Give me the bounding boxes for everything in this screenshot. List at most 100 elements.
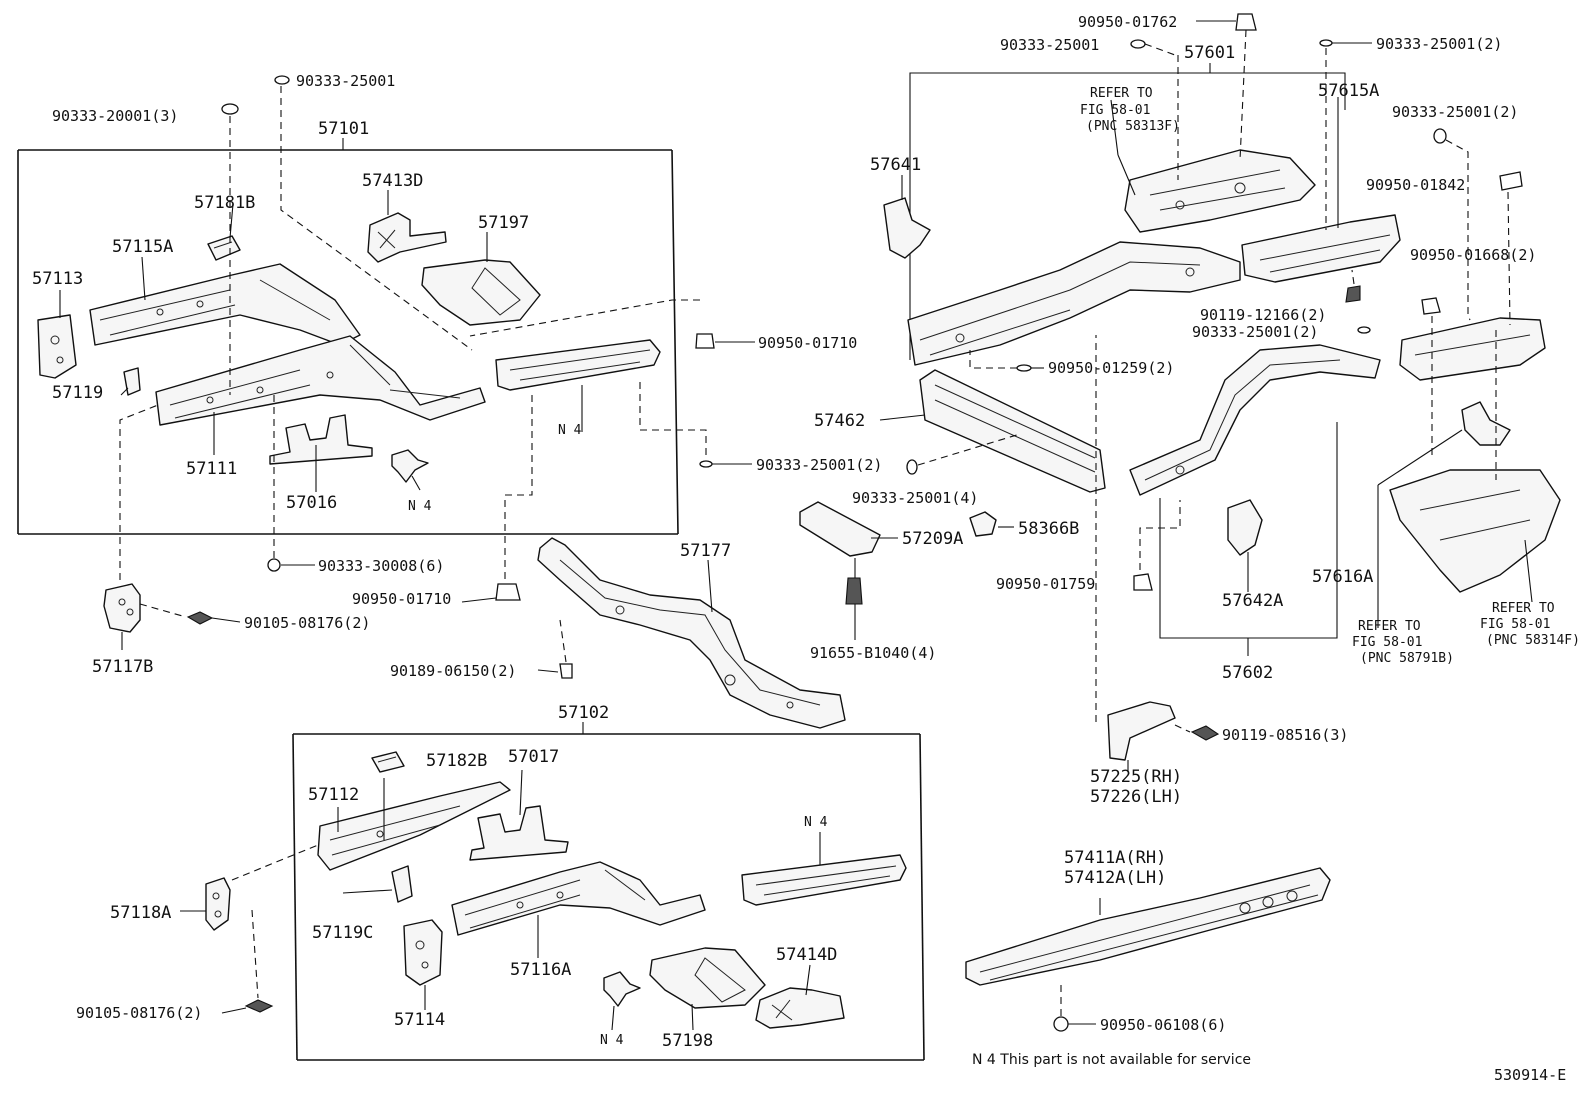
label-57119C: 57119C — [312, 923, 373, 943]
label-90333-25001-r1: 90333-25001 — [1000, 36, 1099, 54]
label-refer-58791B-line2: FIG 58-01 — [1352, 635, 1422, 650]
part-57117B-bracket — [103, 404, 159, 650]
fastener-90333-25001-r4 — [1357, 326, 1371, 334]
part-57616A-side-member — [1129, 344, 1381, 496]
fastener-90105-08176-a — [139, 603, 241, 625]
fastener-90333-20001 — [221, 103, 239, 395]
label-57112: 57112 — [308, 785, 359, 805]
label-90333-25001-2-r1: 90333-25001(2) — [1376, 35, 1502, 53]
fastener-90333-25001-r3 — [1433, 128, 1471, 321]
fastener-90950-01762 — [1196, 13, 1257, 161]
label-57118A: 57118A — [110, 903, 171, 923]
part-57118A-bracket — [180, 844, 319, 931]
label-90333-25001-2-mid: 90333-25001(2) — [756, 456, 882, 474]
fastener-90333-30008 — [267, 395, 315, 572]
part-58366B-clip — [969, 511, 997, 537]
label-90950-01842: 90950-01842 — [1366, 176, 1465, 194]
label-57413D: 57413D — [362, 171, 423, 191]
part-refer-58791B-bracket — [1377, 401, 1511, 628]
label-91655-B1040-4: 91655-B1040(4) — [810, 644, 936, 662]
label-57016: 57016 — [286, 493, 337, 513]
part-57615A-rail — [1241, 214, 1401, 283]
fastener-90950-01710-b — [461, 395, 533, 603]
part-57414D-bracket — [755, 987, 845, 1029]
label-n4-upper-clip: N 4 — [408, 499, 432, 514]
fastener-90950-01710-a — [469, 299, 755, 349]
fastener-90950-01259 — [969, 350, 1044, 372]
label-90333-30008-6: 90333-30008(6) — [318, 557, 444, 575]
group-bracket-57602 — [1159, 422, 1338, 656]
label-90950-01668-2: 90950-01668(2) — [1410, 246, 1536, 264]
label-57411A-rh: 57411A(RH) — [1064, 848, 1166, 868]
part-57198-bracket — [649, 947, 766, 1009]
fastener-90950-01759 — [1133, 500, 1181, 591]
label-57615A: 57615A — [1318, 81, 1379, 101]
label-57102: 57102 — [558, 703, 609, 723]
fastener-90333-25001-4 — [906, 433, 1021, 475]
part-refer-58313F-panel — [1124, 149, 1316, 233]
label-57101: 57101 — [318, 119, 369, 139]
fastener-90333-25001-r2 — [1319, 39, 1372, 230]
fastener-90950-01842 — [1499, 171, 1523, 326]
part-57116A-side-member — [451, 861, 706, 936]
part-57017-bracket — [469, 805, 569, 861]
label-90950-01710-b: 90950-01710 — [352, 590, 451, 608]
label-refer-58791B-line1: REFER TO — [1358, 619, 1421, 634]
label-57225-rh: 57225(RH) — [1090, 767, 1182, 787]
fastener-90119-08516 — [1174, 724, 1220, 741]
part-refer-58314F-panel — [1389, 469, 1561, 603]
label-57181B: 57181B — [194, 193, 255, 213]
part-57114-bracket — [403, 919, 443, 986]
label-57119: 57119 — [52, 383, 103, 403]
part-57113-bracket — [37, 314, 77, 379]
label-57197: 57197 — [478, 213, 529, 233]
label-90189-06150-2: 90189-06150(2) — [390, 662, 516, 680]
fastener-90950-06108 — [1053, 980, 1096, 1032]
label-n4-lower-clip: N 4 — [600, 1033, 624, 1048]
label-57111: 57111 — [186, 459, 237, 479]
fastener-90333-25001-top — [274, 75, 473, 351]
label-57616A: 57616A — [1312, 567, 1373, 587]
label-57117B: 57117B — [92, 657, 153, 677]
part-right-upper-panel — [1399, 317, 1546, 381]
fastener-90119-12166 — [1345, 269, 1361, 303]
part-57462-crossmember — [919, 369, 1106, 493]
diagram-id: 530914-E — [1494, 1066, 1566, 1084]
part-57641-bracket — [883, 197, 931, 259]
label-57177: 57177 — [680, 541, 731, 561]
part-57642A-bracket — [1227, 499, 1263, 556]
label-57642A: 57642A — [1222, 591, 1283, 611]
label-90105-08176-2-a: 90105-08176(2) — [244, 614, 370, 632]
fastener-91655-B1040 — [845, 558, 863, 640]
label-90333-25001-2-r2: 90333-25001(2) — [1392, 103, 1518, 121]
label-90333-25001-2-r3: 90333-25001(2) — [1192, 323, 1318, 341]
group-box-57102 — [292, 722, 925, 1061]
label-90105-08176-2-b: 90105-08176(2) — [76, 1004, 202, 1022]
label-refer-58313F-line2: FIG 58-01 — [1080, 103, 1150, 118]
label-57198: 57198 — [662, 1031, 713, 1051]
label-refer-58314F-line1: REFER TO — [1492, 601, 1555, 616]
part-57209A-bracket — [799, 501, 881, 557]
part-57111-side-member — [155, 335, 486, 426]
group-box-57101 — [17, 138, 679, 535]
part-n4-rail-lower — [741, 854, 907, 906]
label-57412A-lh: 57412A(LH) — [1064, 868, 1166, 888]
label-90333-25001-4: 90333-25001(4) — [852, 489, 978, 507]
label-57601: 57601 — [1184, 43, 1235, 63]
part-57182B-pad — [371, 751, 405, 773]
label-90119-12166-2: 90119-12166(2) — [1200, 306, 1326, 324]
label-57226-lh: 57226(LH) — [1090, 787, 1182, 807]
fastener-90105-08176-b — [221, 909, 274, 1014]
leader-lines — [59, 97, 1339, 1031]
label-90950-06108-6: 90950-06108(6) — [1100, 1016, 1226, 1034]
label-57462: 57462 — [814, 411, 865, 431]
label-57017: 57017 — [508, 747, 559, 767]
label-90333-25001-top: 90333-25001 — [296, 72, 395, 90]
label-90119-08516-3: 90119-08516(3) — [1222, 726, 1348, 744]
label-57113: 57113 — [32, 269, 83, 289]
part-57411A-rocker — [965, 867, 1331, 986]
label-57641: 57641 — [870, 155, 921, 175]
label-57115A: 57115A — [112, 237, 173, 257]
label-refer-58314F-line3: (PNC 58314F) — [1486, 633, 1580, 648]
label-57209A: 57209A — [902, 529, 963, 549]
